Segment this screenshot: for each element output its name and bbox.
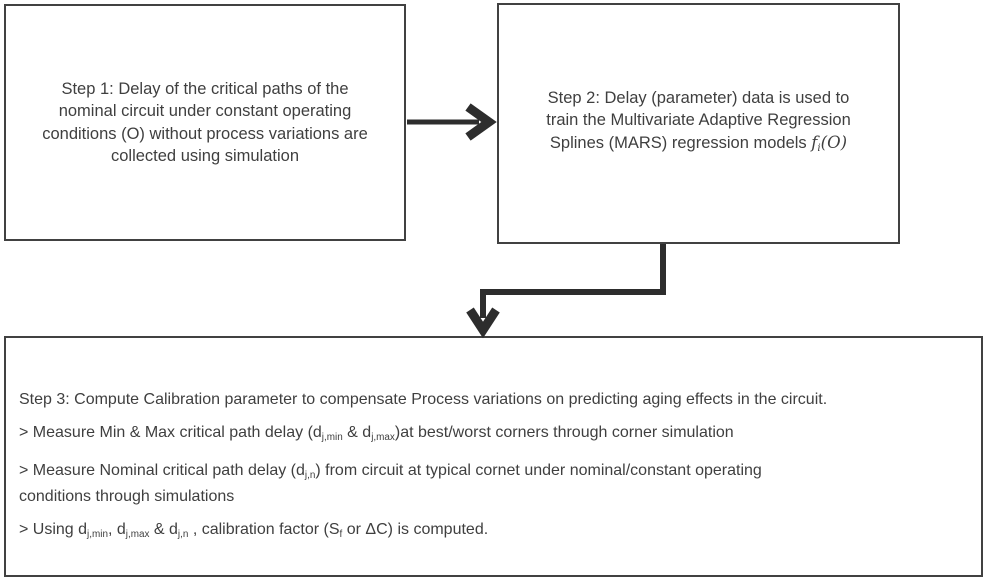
step2-box: Step 2: Delay (parameter) data is used t… [497, 3, 900, 244]
subscript-j-min: j,min [321, 431, 343, 443]
subscript-f: f [339, 528, 343, 540]
step3-bullet3-text: , calibration factor (S [188, 520, 340, 538]
mars-model-formula: fi(O) [811, 132, 848, 154]
subscript-j-n: j,n [304, 469, 316, 481]
subscript-j-n: j,n [177, 528, 189, 540]
subscript-j-min: j,min [87, 528, 108, 540]
step2-text-line-3: Splines (MARS) regression models fi(O) [550, 132, 847, 161]
arrow-step2-to-step3-icon [466, 244, 666, 339]
step3-box: Step 3: Compute Calibration parameter to… [4, 336, 983, 577]
step3-bullet3-text: or ΔC) is computed. [342, 520, 489, 538]
step3-bullet-3: > Using dj,min, dj,max & dj,n , calibrat… [19, 519, 969, 545]
step3-bullet1-text: > Measure Min & Max critical path delay … [19, 424, 322, 441]
subscript-j-max: j,max [125, 528, 150, 540]
step3-bullet2-text: ) from circuit at typical cornet under n… [315, 461, 762, 479]
subscript-j-max: j,max [371, 431, 395, 443]
step3-bullet-2: > Measure Nominal critical path delay (d… [19, 460, 969, 486]
step3-bullet1-text: )at best/worst corners through corner si… [394, 424, 734, 441]
formula-argument: (O) [820, 132, 848, 152]
step2-text-line-1: Step 2: Delay (parameter) data is used t… [547, 88, 850, 107]
step1-text-line-3: conditions (O) without process variation… [42, 124, 368, 143]
step3-bullet3-text: & d [149, 520, 178, 538]
step3-bullet3-text: > Using d [19, 520, 88, 538]
step3-bullet2-text: > Measure Nominal critical path delay (d [19, 461, 305, 479]
formula-f: f [811, 132, 818, 152]
step3-bullet-1: > Measure Min & Max critical path delay … [19, 422, 969, 448]
step3-bullet3-text: , d [107, 520, 126, 538]
step3-heading-line: Step 3: Compute Calibration parameter to… [19, 391, 828, 408]
step1-text-line-4: collected using simulation [110, 147, 300, 165]
step1-text-line-2: nominal circuit under constant operating [58, 102, 352, 120]
step3-bullet1-text: & d [342, 424, 372, 441]
step2-text-line-2: train the Multivariate Adaptive Regressi… [546, 111, 851, 130]
arrow-step1-to-step2-icon [407, 103, 497, 141]
formula-subscript-i: i [817, 142, 821, 154]
step1-box: Step 1: Delay of the critical paths of t… [4, 4, 406, 241]
step3-bullet-2-continued: conditions through simulations [19, 487, 235, 505]
step1-text-line-1: Step 1: Delay of the critical paths of t… [61, 79, 349, 98]
step2-line3-text: Splines (MARS) regression models [549, 133, 812, 152]
